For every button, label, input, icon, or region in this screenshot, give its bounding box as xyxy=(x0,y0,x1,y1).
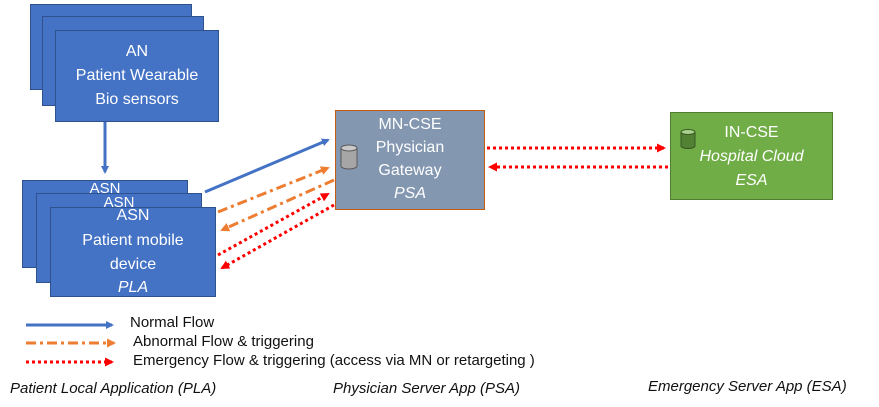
asn-front-line-2: Patient mobile xyxy=(82,232,184,249)
mn-cse-line-3: Gateway xyxy=(378,162,442,179)
mn-cse-line-4: PSA xyxy=(393,185,426,202)
legend-emergency-label: Emergency Flow & triggering (access via … xyxy=(133,352,535,369)
emergency-flow-arrow-down xyxy=(220,203,335,270)
normal-flow-arrow xyxy=(204,138,330,194)
an-box-front: AN Patient Wearable Bio sensors xyxy=(55,30,219,122)
in-cse-line-2: Hospital Cloud xyxy=(699,148,804,165)
footer-esa-label: Emergency Server App (ESA) xyxy=(648,378,847,395)
asn-front-line-4: PLA xyxy=(117,279,149,296)
in-cse-box: IN-CSE Hospital Cloud ESA xyxy=(670,112,833,200)
database-icon xyxy=(340,144,358,170)
mn-cse-line-2: Physician xyxy=(375,139,445,156)
footer-psa-label: Physician Server App (PSA) xyxy=(333,380,521,397)
asn-box-front: ASN Patient mobile device PLA xyxy=(50,207,216,297)
legend-normal-label: Normal Flow xyxy=(130,314,215,331)
footer-pla-label: Patient Local Application (PLA) xyxy=(10,380,217,397)
abnormal-flow-arrow-up xyxy=(217,166,330,214)
database-icon xyxy=(680,129,696,149)
an-front-line-2: Patient Wearable xyxy=(75,67,199,84)
emergency-flow-arrow-up xyxy=(217,192,330,257)
in-cse-line-3: ESA xyxy=(735,172,768,189)
mn-cse-line-1: MN-CSE xyxy=(378,116,442,133)
asn-front-line-3: device xyxy=(109,256,157,273)
asn-front-line-1: ASN xyxy=(116,207,150,224)
an-front-line-3: Bio sensors xyxy=(95,91,179,108)
asn-back-label: ASN xyxy=(89,180,121,197)
asn-mid-label: ASN xyxy=(103,194,135,211)
an-front-line-1: AN xyxy=(125,43,149,60)
in-cse-line-1: IN-CSE xyxy=(724,124,779,141)
legend-abnormal-label: Abnormal Flow & triggering xyxy=(133,333,314,350)
mn-cse-box: MN-CSE Physician Gateway PSA xyxy=(335,110,485,210)
